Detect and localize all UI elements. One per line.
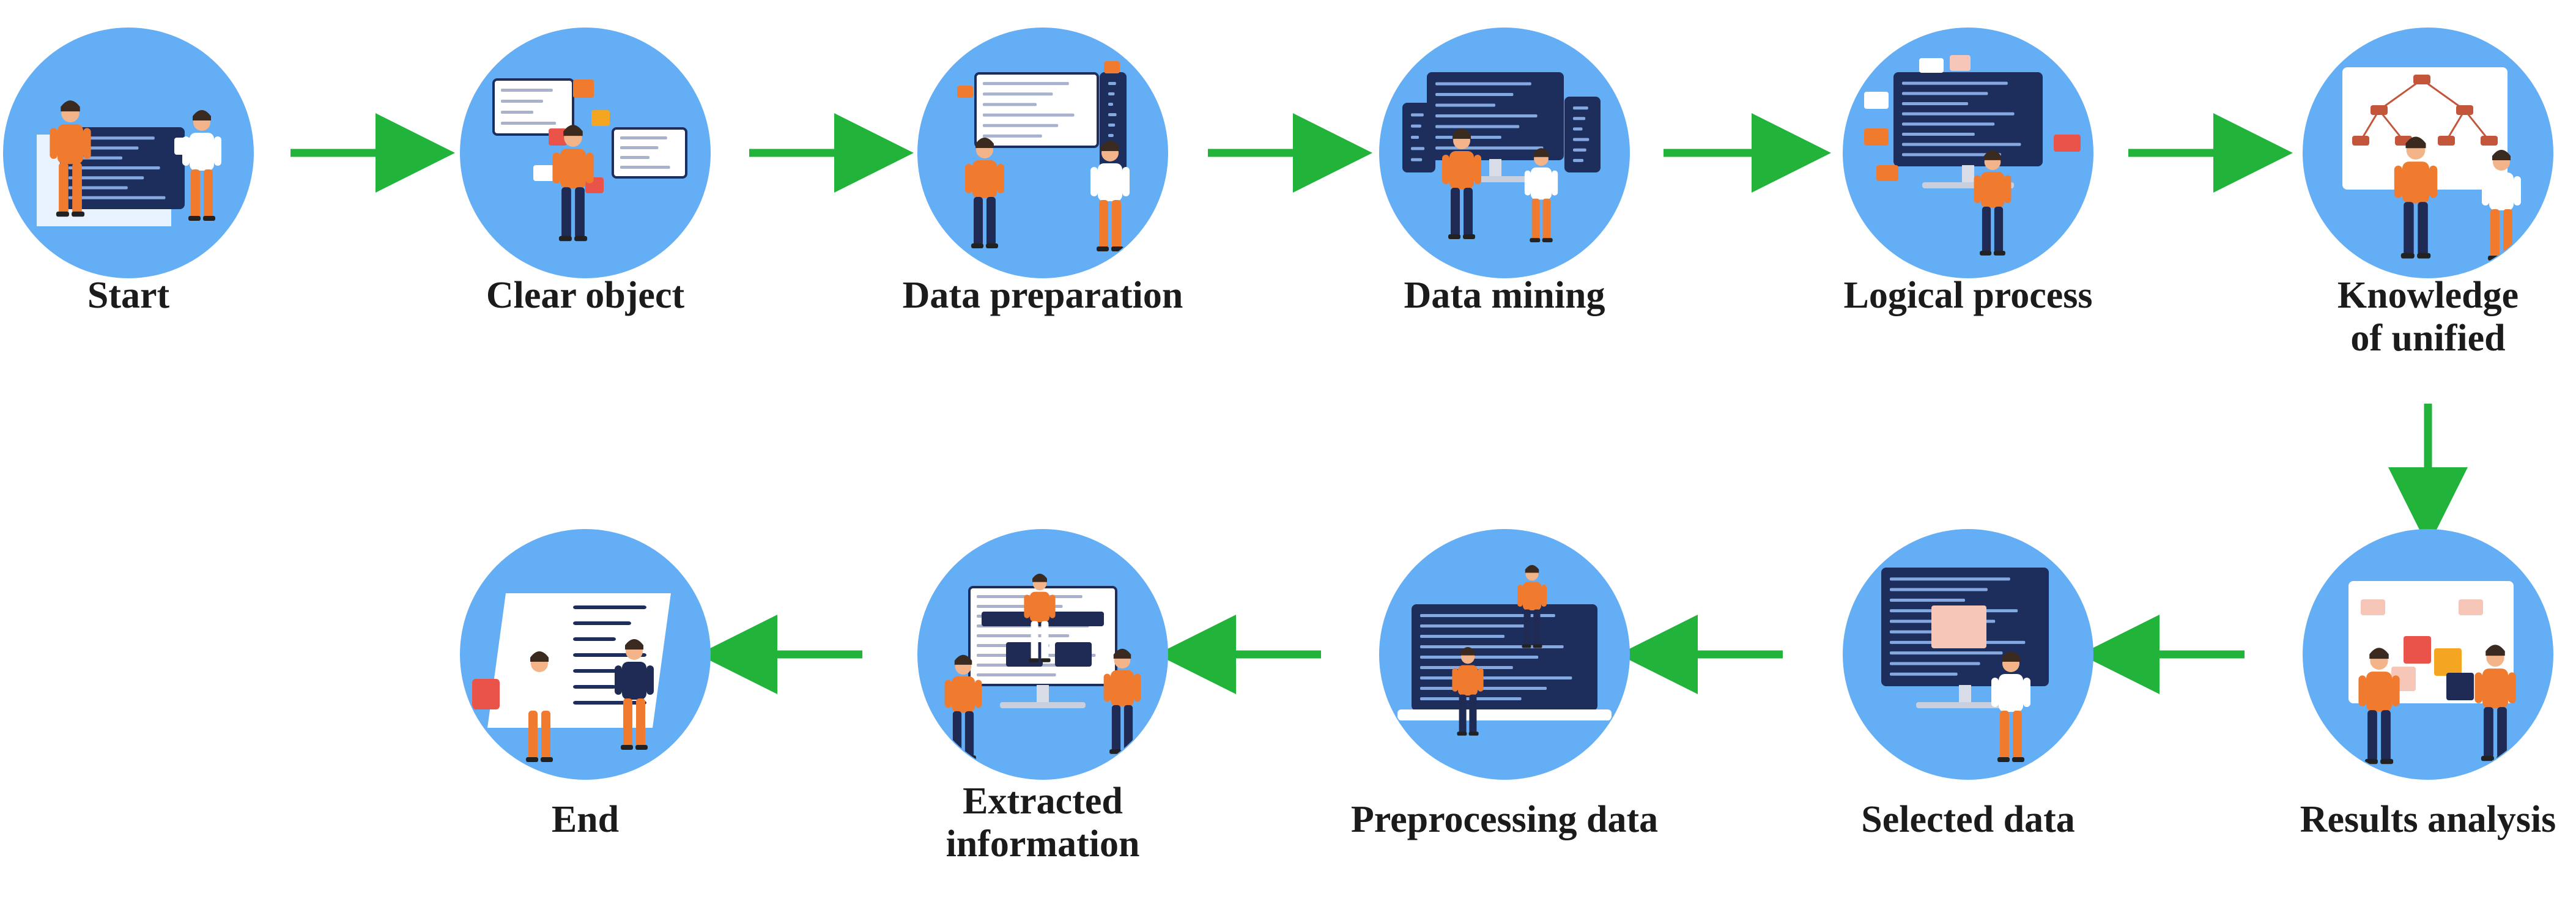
card-graphic bbox=[2361, 599, 2385, 615]
card-graphic bbox=[1864, 92, 1889, 109]
person-figure bbox=[615, 639, 654, 750]
step-logical-process: Logical process bbox=[1843, 28, 2093, 316]
card-graphic bbox=[1876, 165, 1898, 181]
card-graphic bbox=[533, 165, 554, 181]
screen-graphic bbox=[974, 72, 1099, 148]
screen-graphic bbox=[492, 78, 574, 136]
card-graphic bbox=[2459, 599, 2483, 615]
card-graphic bbox=[573, 80, 594, 98]
card-graphic bbox=[1864, 128, 1889, 146]
step-label: End bbox=[552, 799, 619, 840]
person-figure bbox=[1991, 651, 2030, 762]
person-figure bbox=[520, 651, 559, 762]
card-graphic bbox=[1950, 55, 1971, 71]
card-graphic bbox=[1104, 61, 1120, 73]
developers-at-monitors-icon bbox=[1402, 72, 1601, 243]
flow-steps: Start Clear object Data preparation Data mi… bbox=[3, 28, 2556, 865]
step-label: Results analysis bbox=[2300, 799, 2556, 840]
person-figure bbox=[2394, 136, 2438, 259]
step-start: Start bbox=[3, 28, 254, 316]
step-end: End bbox=[460, 529, 711, 840]
people-with-code-board-icon bbox=[472, 593, 671, 762]
presenter-with-tree-diagram-icon bbox=[2342, 67, 2521, 261]
person-figure bbox=[1024, 574, 1056, 662]
person-figure bbox=[965, 138, 1004, 248]
card-graphic bbox=[573, 685, 616, 689]
card-graphic bbox=[591, 110, 610, 126]
screen-graphic bbox=[1412, 604, 1597, 711]
card-graphic bbox=[549, 128, 567, 146]
card-graphic bbox=[1931, 605, 1986, 648]
step-label: Preprocessing data bbox=[1351, 799, 1658, 840]
card-graphic bbox=[573, 621, 631, 625]
step-label: Clear object bbox=[486, 275, 685, 316]
step-circle bbox=[917, 28, 1168, 278]
person-at-large-monitor-icon bbox=[1881, 568, 2049, 762]
person-figure bbox=[1090, 141, 1130, 251]
person-figure bbox=[1452, 647, 1484, 736]
step-data-preparation: Data preparation bbox=[903, 28, 1183, 316]
step-label: Data mining bbox=[1404, 275, 1605, 316]
card-graphic bbox=[957, 86, 973, 98]
person-figure bbox=[2358, 648, 2400, 764]
person-figure bbox=[1442, 128, 1481, 239]
person-figure bbox=[1103, 648, 1141, 754]
team-with-dashboard-icon bbox=[957, 61, 1130, 251]
screen-graphic bbox=[1402, 103, 1435, 172]
card-graphic bbox=[2446, 673, 2474, 700]
card-graphic bbox=[2054, 135, 2081, 152]
card-graphic bbox=[573, 701, 646, 705]
presenter-with-laptop-icon bbox=[37, 100, 221, 226]
card-graphic bbox=[1055, 642, 1092, 667]
person-with-code-cards-icon bbox=[492, 78, 687, 242]
team-building-website-icon bbox=[944, 574, 1141, 760]
person-figure bbox=[552, 125, 594, 242]
card-graphic bbox=[174, 138, 199, 155]
screen-graphic bbox=[1893, 72, 2043, 166]
step-label: Data preparation bbox=[903, 275, 1183, 316]
screen-graphic bbox=[612, 127, 687, 179]
mug-graphic bbox=[472, 679, 500, 709]
step-label: Start bbox=[87, 275, 170, 316]
card-graphic bbox=[573, 605, 646, 609]
screen-graphic bbox=[1100, 72, 1127, 179]
step-preprocessing-data: Preprocessing data bbox=[1351, 529, 1658, 840]
people-on-laptop-icon bbox=[1397, 565, 1612, 736]
card-graphic bbox=[2404, 636, 2431, 664]
person-figure bbox=[2482, 150, 2521, 261]
step-selected-data: Selected data bbox=[1843, 529, 2093, 840]
person-figure bbox=[944, 654, 982, 760]
card-graphic bbox=[2434, 648, 2462, 676]
flow-arrows bbox=[291, 113, 2468, 694]
step-data-mining: Data mining bbox=[1379, 28, 1630, 316]
person-figure bbox=[1524, 148, 1558, 243]
screen-graphic bbox=[1427, 72, 1564, 160]
card-graphic bbox=[573, 637, 616, 641]
step-label: Logical process bbox=[1844, 275, 2093, 316]
person-figure bbox=[1974, 150, 2012, 256]
step-results-analysis: Results analysis bbox=[2300, 529, 2556, 840]
programmer-at-code-screen-icon bbox=[1864, 55, 2081, 256]
person-figure bbox=[1517, 565, 1547, 648]
screen-graphic bbox=[1564, 97, 1601, 172]
whiteboard-graphic bbox=[2342, 67, 2508, 190]
team-with-sticky-notes-icon bbox=[2348, 581, 2516, 764]
step-label: Selected data bbox=[1861, 799, 2075, 840]
person-figure bbox=[50, 100, 91, 217]
step-clear-object: Clear object bbox=[460, 28, 711, 316]
card-graphic bbox=[1919, 58, 1944, 73]
